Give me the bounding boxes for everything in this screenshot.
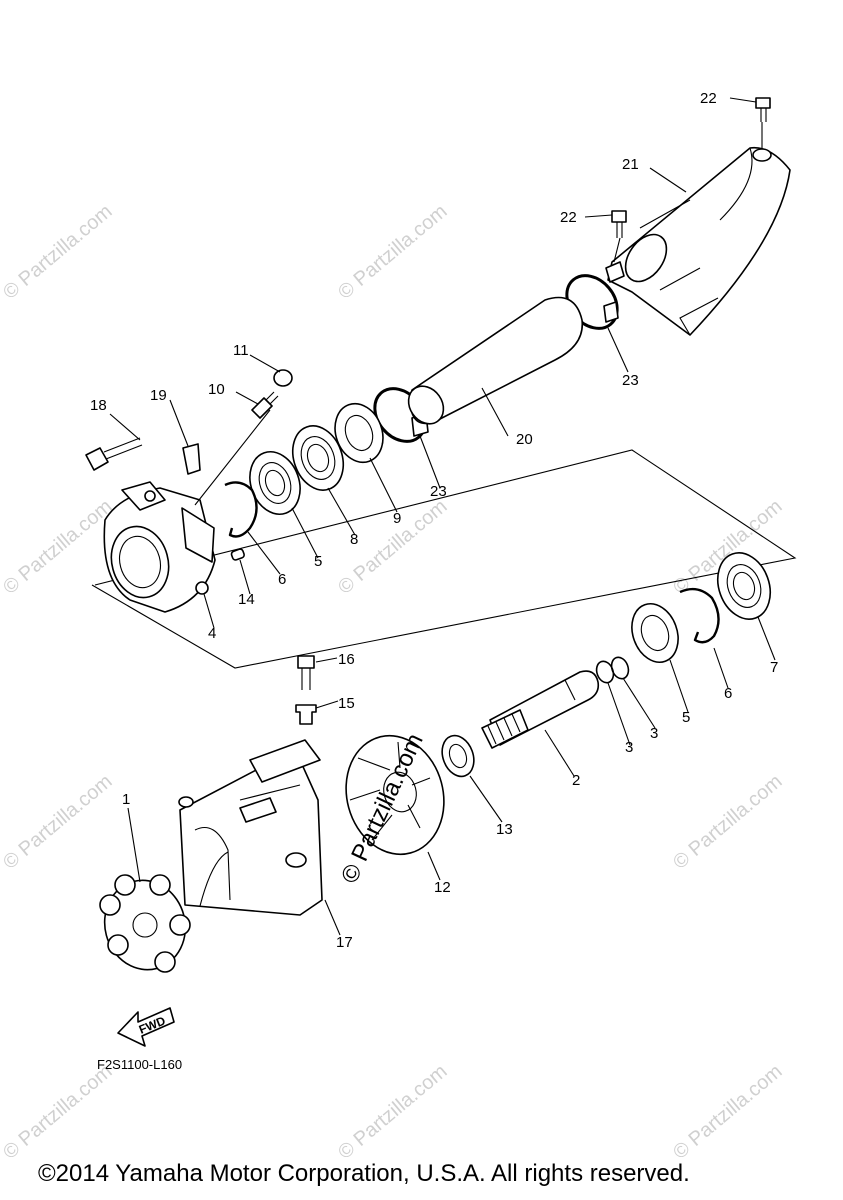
callout-12: 12 <box>434 879 451 896</box>
callout-15: 15 <box>338 695 355 712</box>
part-7-bearing <box>716 552 772 620</box>
callout-9: 9 <box>393 510 401 527</box>
part-8-bearing <box>291 425 345 491</box>
watermark-6: © Partzilla.com <box>0 770 116 873</box>
part-11-cap <box>273 369 293 387</box>
part-4-pump-housing <box>103 481 216 613</box>
watermark-9: © Partzilla.com <box>334 1060 451 1163</box>
callout-21: 21 <box>622 156 639 173</box>
callout-5-upper: 5 <box>314 553 322 570</box>
part-6-circlip-upper <box>224 481 258 538</box>
callout-5-lower: 5 <box>682 709 690 726</box>
part-5-bearing-lower <box>631 603 679 663</box>
part-15-collar <box>295 704 317 725</box>
assembly-boundary <box>91 449 797 669</box>
part-16-bolt <box>297 655 315 690</box>
callout-16: 16 <box>338 651 355 668</box>
part-22-bolt-top <box>755 97 771 122</box>
part-3-o-rings <box>595 656 630 684</box>
callout-8: 8 <box>350 531 358 548</box>
callout-23-lower: 23 <box>430 483 447 500</box>
callout-14: 14 <box>238 591 255 608</box>
callout-22-top: 22 <box>700 90 717 107</box>
callout-18: 18 <box>90 397 107 414</box>
part-1-damper <box>99 874 191 973</box>
part-9-oil-seal <box>334 402 384 464</box>
watermark-3: © Partzilla.com <box>0 495 116 598</box>
callout-17: 17 <box>336 934 353 951</box>
callout-10: 10 <box>208 381 225 398</box>
part-13-seal <box>441 734 475 778</box>
callout-4: 4 <box>208 625 216 642</box>
part-6-circlip-lower <box>679 587 720 644</box>
leader-lines <box>109 97 776 936</box>
callout-23-upper: 23 <box>622 372 639 389</box>
copyright-notice: ©2014 Yamaha Motor Corporation, U.S.A. A… <box>38 1160 690 1187</box>
callouts: 22 21 22 23 20 23 11 10 19 18 9 8 5 6 14… <box>90 90 778 951</box>
part-18-bolt <box>85 437 143 471</box>
part-22-bolt-side <box>611 210 627 238</box>
callout-13: 13 <box>496 821 513 838</box>
callout-6-lower: 6 <box>724 685 732 702</box>
callout-19: 19 <box>150 387 167 404</box>
watermark-2: © Partzilla.com <box>334 200 451 303</box>
watermarks: © Partzilla.com © Partzilla.com © Partzi… <box>0 200 786 1163</box>
callout-1: 1 <box>122 791 130 808</box>
part-17-intake-duct <box>178 739 323 916</box>
part-10-grease-nipple <box>251 391 279 419</box>
part-19-plate <box>182 443 201 475</box>
diagram-code: F2S1100-L160 <box>97 1057 183 1072</box>
callout-20: 20 <box>516 431 533 448</box>
callout-22-side: 22 <box>560 209 577 226</box>
part-20-duct-tube <box>407 296 584 425</box>
callout-6-upper: 6 <box>278 571 286 588</box>
watermark-8: © Partzilla.com <box>0 1060 116 1163</box>
part-21-nozzle-cover <box>605 146 791 336</box>
watermark-10: © Partzilla.com <box>669 1060 786 1163</box>
fwd-arrow: FWD <box>117 1007 175 1047</box>
callout-2: 2 <box>572 772 580 789</box>
callout-3-left: 3 <box>625 739 633 756</box>
fwd-label: FWD <box>137 1013 168 1036</box>
callout-7: 7 <box>770 659 778 676</box>
part-14-pin <box>230 548 245 561</box>
callout-11: 11 <box>233 342 249 359</box>
part-2-drive-shaft <box>481 670 600 749</box>
watermark-1: © Partzilla.com <box>0 200 116 303</box>
callout-3-right: 3 <box>650 725 658 742</box>
watermark-7: © Partzilla.com <box>669 770 786 873</box>
part-12-impeller <box>345 734 445 856</box>
